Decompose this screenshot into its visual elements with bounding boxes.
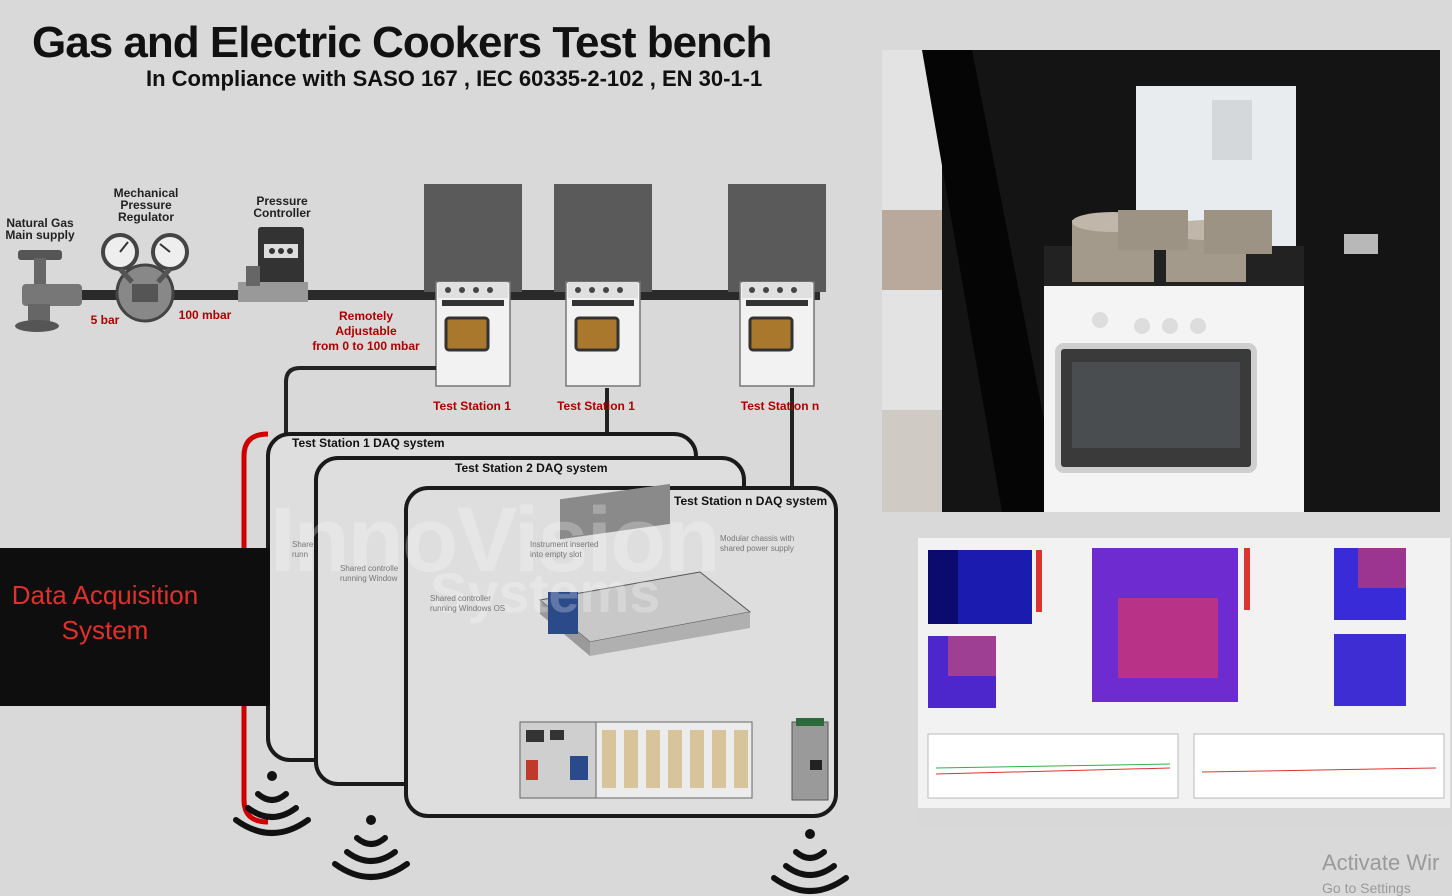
- activation-watermark: Activate Wir: [1322, 850, 1440, 875]
- cooker-station-2-icon: [554, 184, 652, 387]
- schematic-diagram: [15, 184, 849, 894]
- wireless-icon-1: [233, 771, 311, 836]
- pressure-controller-icon: [238, 227, 308, 302]
- daq-1-label: Test Station 1 DAQ system: [292, 436, 445, 450]
- connector-line: [284, 366, 436, 436]
- pressure-out-label: 100 mbar: [178, 308, 232, 322]
- cooker-photo: [882, 50, 1440, 512]
- cooker-photo-image: [882, 50, 1440, 512]
- annotation-controller-back: Share runn: [292, 540, 314, 559]
- cdaq-module-icon: [519, 721, 753, 799]
- station-n-label: Test Station n: [740, 399, 820, 413]
- wireless-icon-n: [771, 829, 849, 894]
- activation-watermark-sub: Go to Settings: [1322, 880, 1411, 896]
- thermal-screenshot-image: [918, 538, 1450, 826]
- wireless-icon-2: [332, 815, 410, 880]
- station-1-label: Test Station 1: [433, 399, 511, 413]
- watermark-logo: InnoVision: [270, 489, 721, 591]
- watermark-logo-sub: Systems: [430, 561, 661, 624]
- annotation-instrument: Instrument inserted into empty slot: [530, 540, 599, 559]
- daq-band-label: Data Acquisition System: [11, 580, 199, 645]
- controller-label: Pressure Controller: [253, 194, 311, 220]
- pressure-regulator-icon: [101, 233, 189, 323]
- regulator-label: Mechanical Pressure Regulator: [113, 186, 179, 224]
- page-title: Gas and Electric Cookers Test bench: [32, 18, 772, 67]
- gas-supply-valve-icon: [15, 250, 82, 332]
- annotation-controller: Shared controller running Windows OS: [430, 594, 506, 613]
- natural-gas-label: Natural Gas Main supply: [5, 216, 75, 242]
- pxi-chassis-icon: [538, 483, 752, 656]
- annotation-controller-mid: Shared controlle running Window: [340, 564, 399, 583]
- daq-2-label: Test Station 2 DAQ system: [455, 461, 608, 475]
- thermal-screenshot: [918, 538, 1450, 826]
- annotation-chassis: Modular chassis with shared power supply: [720, 534, 795, 553]
- daq-n-label: Test Station n DAQ system: [674, 494, 828, 508]
- pressure-in-label: 5 bar: [90, 313, 120, 327]
- network-gateway-icon: [791, 718, 829, 801]
- daq-band: [0, 548, 270, 706]
- page-subtitle: In Compliance with SASO 167 , IEC 60335-…: [146, 66, 763, 91]
- remote-adjust-label: Remotely Adjustable from 0 to 100 mbar: [312, 309, 420, 353]
- station-2-label: Test Station 1: [557, 399, 635, 413]
- cooker-station-1-icon: [424, 184, 522, 387]
- cooker-station-n-icon: [728, 184, 826, 387]
